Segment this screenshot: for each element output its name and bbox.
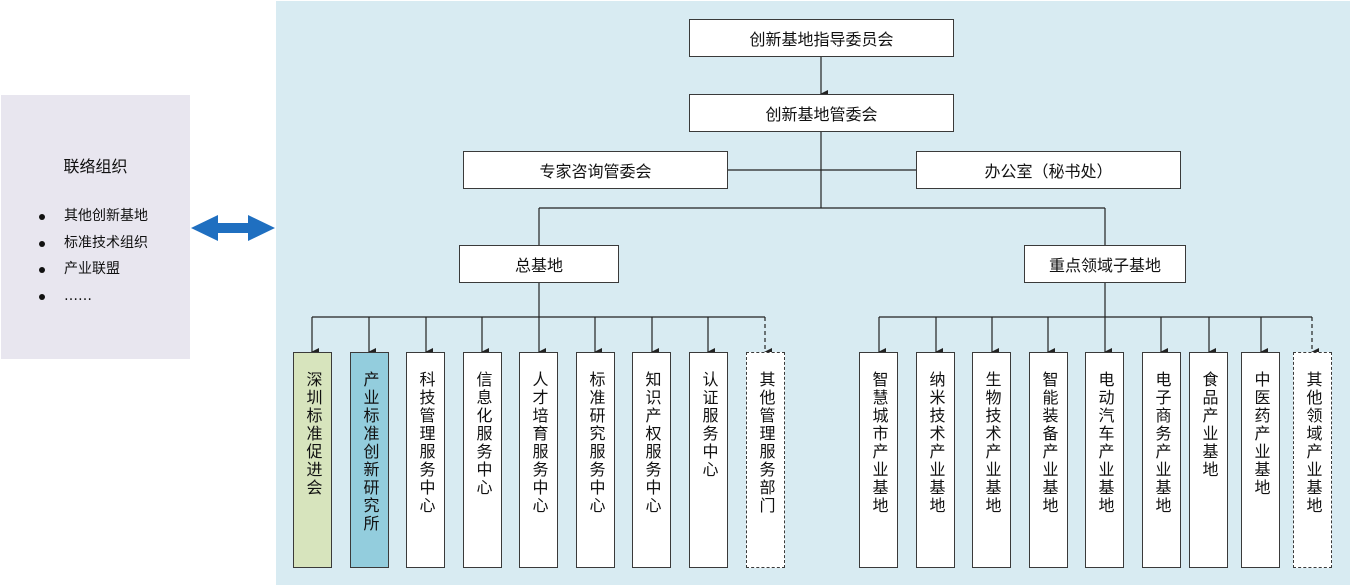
general-unit-8: 其他管理服务部门: [746, 352, 785, 568]
unit-label: 电动汽车产业基地: [1095, 371, 1115, 515]
unit-label: 知识产权服务中心: [642, 371, 662, 515]
general-unit-2: 科技管理服务中心: [406, 352, 445, 568]
unit-label: 标准研究服务中心: [586, 371, 606, 515]
general-unit-0: 深圳标准促进会: [293, 352, 332, 568]
liaison-item: 其他创新基地: [39, 203, 148, 230]
general-unit-5: 标准研究服务中心: [576, 352, 615, 568]
sub-unit-6: 食品产业基地: [1189, 352, 1228, 568]
unit-label: 科技管理服务中心: [416, 371, 436, 515]
sub-unit-1: 纳米技术产业基地: [916, 352, 955, 568]
expert-committee-box: 专家咨询管委会: [463, 151, 728, 189]
sub-unit-0: 智慧城市产业基地: [859, 352, 898, 568]
sub-unit-7: 中医药产业基地: [1241, 352, 1280, 568]
unit-label: 人才培育服务中心: [529, 371, 549, 515]
unit-label: 生物技术产业基地: [982, 371, 1002, 515]
liaison-list: 其他创新基地 标准技术组织 产业联盟 ……: [39, 203, 148, 309]
unit-label: 食品产业基地: [1199, 371, 1219, 479]
liaison-item: 标准技术组织: [39, 230, 148, 257]
unit-label: 中医药产业基地: [1251, 371, 1271, 497]
unit-label: 其他管理服务部门: [756, 371, 776, 515]
sub-unit-4: 电动汽车产业基地: [1085, 352, 1124, 568]
general-base-box: 总基地: [459, 245, 619, 283]
liaison-panel: 联络组织 其他创新基地 标准技术组织 产业联盟 ……: [1, 95, 190, 359]
sub-unit-8: 其他领域产业基地: [1293, 352, 1332, 568]
unit-label: 智慧城市产业基地: [869, 371, 889, 515]
general-unit-6: 知识产权服务中心: [632, 352, 671, 568]
unit-label: 其他领域产业基地: [1303, 371, 1323, 515]
sub-unit-5: 电子商务产业基地: [1142, 352, 1181, 568]
general-unit-4: 人才培育服务中心: [519, 352, 558, 568]
management-committee-box: 创新基地管委会: [689, 94, 954, 132]
sub-unit-2: 生物技术产业基地: [972, 352, 1011, 568]
general-unit-3: 信息化服务中心: [463, 352, 502, 568]
unit-label: 产业标准创新研究所: [360, 371, 380, 533]
general-unit-1: 产业标准创新研究所: [350, 352, 389, 568]
sub-unit-3: 智能装备产业基地: [1029, 352, 1068, 568]
unit-label: 智能装备产业基地: [1039, 371, 1059, 515]
guidance-committee-box: 创新基地指导委员会: [689, 19, 954, 57]
liaison-item: ……: [39, 283, 148, 310]
unit-label: 认证服务中心: [699, 371, 719, 479]
unit-label: 信息化服务中心: [473, 371, 493, 497]
unit-label: 纳米技术产业基地: [926, 371, 946, 515]
unit-label: 深圳标准促进会: [303, 371, 323, 497]
liaison-item: 产业联盟: [39, 256, 148, 283]
office-box: 办公室（秘书处）: [916, 151, 1181, 189]
sub-base-box: 重点领域子基地: [1024, 245, 1186, 283]
general-unit-7: 认证服务中心: [689, 352, 728, 568]
unit-label: 电子商务产业基地: [1152, 371, 1172, 515]
liaison-title: 联络组织: [63, 157, 128, 176]
